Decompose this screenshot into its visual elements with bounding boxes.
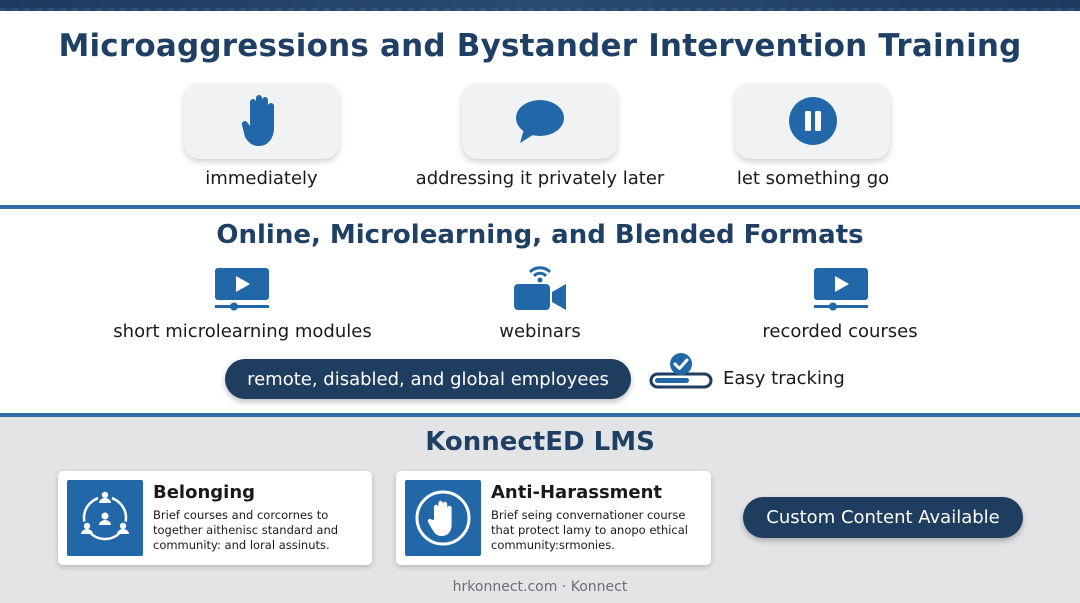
- card-description: Brief seing convernationer course that p…: [491, 508, 688, 552]
- raised-hand-icon: [241, 95, 274, 146]
- tracking-label: Easy tracking: [723, 368, 845, 389]
- video-camera-icon: [514, 266, 566, 310]
- section-title-formats: Online, Microlearning, and Blended Forma…: [216, 220, 864, 250]
- card-description: Brief courses and corcornes to together …: [153, 508, 339, 552]
- pause-icon: [788, 97, 837, 145]
- course-card-belonging[interactable]: Belonging Brief courses and corcornes to…: [58, 471, 372, 565]
- section-divider: [0, 413, 1080, 417]
- section-title-bystander: Microaggressions and Bystander Intervent…: [58, 28, 1022, 64]
- option-let-go-tile[interactable]: [735, 83, 890, 159]
- section-divider: [0, 205, 1080, 209]
- card-title: Belonging: [153, 482, 256, 503]
- tracking-progress-icon: [649, 353, 713, 389]
- option-immediately-tile[interactable]: [184, 83, 339, 159]
- speech-bubble-icon: [515, 100, 564, 143]
- format-label: short microlearning modules: [113, 321, 372, 342]
- option-privately-tile[interactable]: [462, 83, 617, 159]
- top-banner-strip: [0, 0, 1080, 11]
- custom-content-button[interactable]: Custom Content Available: [743, 497, 1023, 538]
- option-label: immediately: [205, 168, 318, 189]
- card-title: Anti-Harassment: [491, 482, 663, 503]
- audience-pill: remote, disabled, and global employees: [225, 359, 631, 399]
- video-player-icon: [814, 268, 868, 311]
- community-circle-icon: [67, 480, 143, 556]
- option-label: addressing it privately later: [415, 168, 665, 189]
- video-player-icon: [215, 268, 269, 311]
- footer-credit: hrkonnect.com · Konnect: [452, 579, 628, 595]
- section-title-lms: KonnectED LMS: [425, 427, 655, 457]
- format-label: webinars: [499, 321, 581, 342]
- stop-hand-icon: [405, 480, 481, 556]
- format-label: recorded courses: [762, 321, 918, 342]
- option-label: let something go: [736, 168, 890, 189]
- course-card-anti-harassment[interactable]: Anti-Harassment Brief seing convernation…: [396, 471, 711, 565]
